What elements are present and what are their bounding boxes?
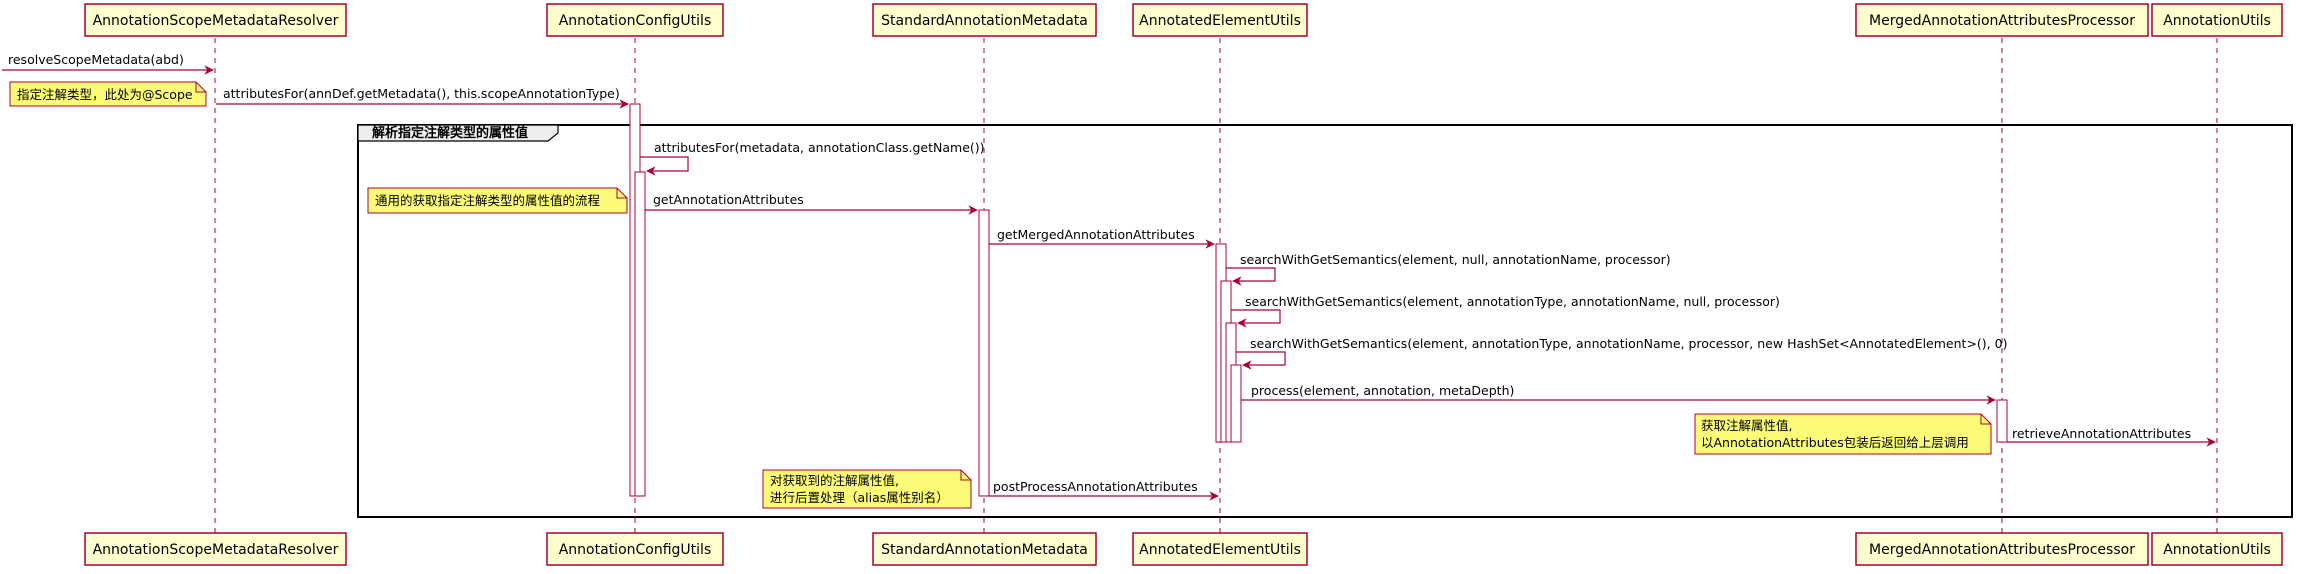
participant-top-p1: AnnotationScopeMetadataResolver [84, 3, 347, 37]
svg-text:searchWithGetSemantics(element: searchWithGetSemantics(element, annotati… [1250, 336, 2007, 351]
svg-text:AnnotationScopeMetadataResolve: AnnotationScopeMetadataResolver [93, 13, 339, 29]
svg-text:postProcessAnnotationAttribute: postProcessAnnotationAttributes [993, 479, 1198, 494]
message-m9: process(element, annotation, metaDepth) [1241, 383, 1996, 405]
note-n2: 通用的获取指定注解类型的属性值的流程 [367, 187, 628, 214]
message-m10: retrieveAnnotationAttributes [2007, 426, 2216, 447]
svg-text:获取注解属性值,: 获取注解属性值, [1701, 418, 1792, 433]
note-n4: 对获取到的注解属性值, 进行后置处理（alias属性别名） [762, 469, 972, 509]
svg-text:getAnnotationAttributes: getAnnotationAttributes [653, 192, 804, 207]
svg-text:StandardAnnotationMetadata: StandardAnnotationMetadata [881, 13, 1088, 29]
svg-text:MergedAnnotationAttributesProc: MergedAnnotationAttributesProcessor [1869, 542, 2135, 558]
svg-text:通用的获取指定注解类型的属性值的流程: 通用的获取指定注解类型的属性值的流程 [375, 193, 601, 208]
svg-text:进行后置处理（alias属性别名）: 进行后置处理（alias属性别名） [770, 490, 949, 505]
message-m8: searchWithGetSemantics(element, annotati… [1236, 336, 2007, 370]
activation-bar [634, 171, 646, 497]
svg-text:AnnotatedElementUtils: AnnotatedElementUtils [1139, 13, 1301, 29]
message-m7: searchWithGetSemantics(element, annotati… [1231, 294, 1780, 328]
svg-text:attributesFor(metadata, annota: attributesFor(metadata, annotationClass.… [654, 140, 985, 155]
svg-text:getMergedAnnotationAttributes: getMergedAnnotationAttributes [997, 227, 1195, 242]
svg-text:attributesFor(annDef.getMetada: attributesFor(annDef.getMetadata(), this… [223, 86, 620, 101]
svg-text:AnnotationUtils: AnnotationUtils [2163, 13, 2271, 29]
note-n1: 指定注解类型，此处为@Scope [9, 81, 207, 107]
svg-text:StandardAnnotationMetadata: StandardAnnotationMetadata [881, 542, 1088, 558]
participant-bottom-p6: AnnotationUtils [2151, 532, 2283, 566]
participant-bottom-p5: MergedAnnotationAttributesProcessor [1855, 532, 2149, 566]
svg-text:MergedAnnotationAttributesProc: MergedAnnotationAttributesProcessor [1869, 13, 2135, 29]
activation-bar [978, 209, 990, 497]
message-m4: getAnnotationAttributes [645, 192, 978, 215]
svg-text:指定注解类型，此处为@Scope: 指定注解类型，此处为@Scope [17, 87, 193, 102]
svg-text:AnnotatedElementUtils: AnnotatedElementUtils [1139, 542, 1301, 558]
message-m6: searchWithGetSemantics(element, null, an… [1226, 252, 1671, 286]
svg-text:AnnotationScopeMetadataResolve: AnnotationScopeMetadataResolver [93, 542, 339, 558]
svg-text:AnnotationConfigUtils: AnnotationConfigUtils [559, 542, 712, 558]
message-m1: resolveScopeMetadata(abd) [2, 52, 214, 75]
activation-bar [1996, 399, 2008, 443]
svg-text:process(element, annotation, m: process(element, annotation, metaDepth) [1251, 383, 1514, 398]
participant-top-p4: AnnotatedElementUtils [1132, 3, 1308, 37]
activation-bar [1230, 364, 1242, 443]
svg-text:searchWithGetSemantics(element: searchWithGetSemantics(element, annotati… [1245, 294, 1780, 309]
svg-text:AnnotationUtils: AnnotationUtils [2163, 542, 2271, 558]
message-m2: attributesFor(annDef.getMetadata(), this… [216, 86, 629, 109]
svg-text:searchWithGetSemantics(element: searchWithGetSemantics(element, null, an… [1240, 252, 1671, 267]
participant-top-p3: StandardAnnotationMetadata [872, 3, 1097, 37]
participant-top-p2: AnnotationConfigUtils [546, 3, 724, 37]
participant-bottom-p1: AnnotationScopeMetadataResolver [84, 532, 347, 566]
svg-text:AnnotationConfigUtils: AnnotationConfigUtils [559, 13, 712, 29]
message-m11: postProcessAnnotationAttributes [989, 479, 1219, 501]
participant-bottom-p4: AnnotatedElementUtils [1132, 532, 1308, 566]
participant-bottom-p3: StandardAnnotationMetadata [872, 532, 1097, 566]
message-m5: getMergedAnnotationAttributes [989, 227, 1215, 249]
svg-text:以AnnotationAttributes包装后返回给上层调: 以AnnotationAttributes包装后返回给上层调用 [1701, 435, 1969, 450]
message-m3: attributesFor(metadata, annotationClass.… [640, 140, 985, 176]
participant-bottom-p2: AnnotationConfigUtils [546, 532, 724, 566]
svg-text:retrieveAnnotationAttributes: retrieveAnnotationAttributes [2012, 426, 2191, 441]
participant-top-p5: MergedAnnotationAttributesProcessor [1855, 3, 2149, 37]
svg-text:对获取到的注解属性值,: 对获取到的注解属性值, [770, 473, 899, 488]
participant-top-p6: AnnotationUtils [2151, 3, 2283, 37]
note-n3: 获取注解属性值, 以AnnotationAttributes包装后返回给上层调用 [1694, 413, 1992, 455]
svg-text:resolveScopeMetadata(abd): resolveScopeMetadata(abd) [8, 52, 184, 67]
group-frame: 解析指定注解类型的属性值 [357, 124, 2293, 518]
group-title: 解析指定注解类型的属性值 [371, 125, 528, 141]
